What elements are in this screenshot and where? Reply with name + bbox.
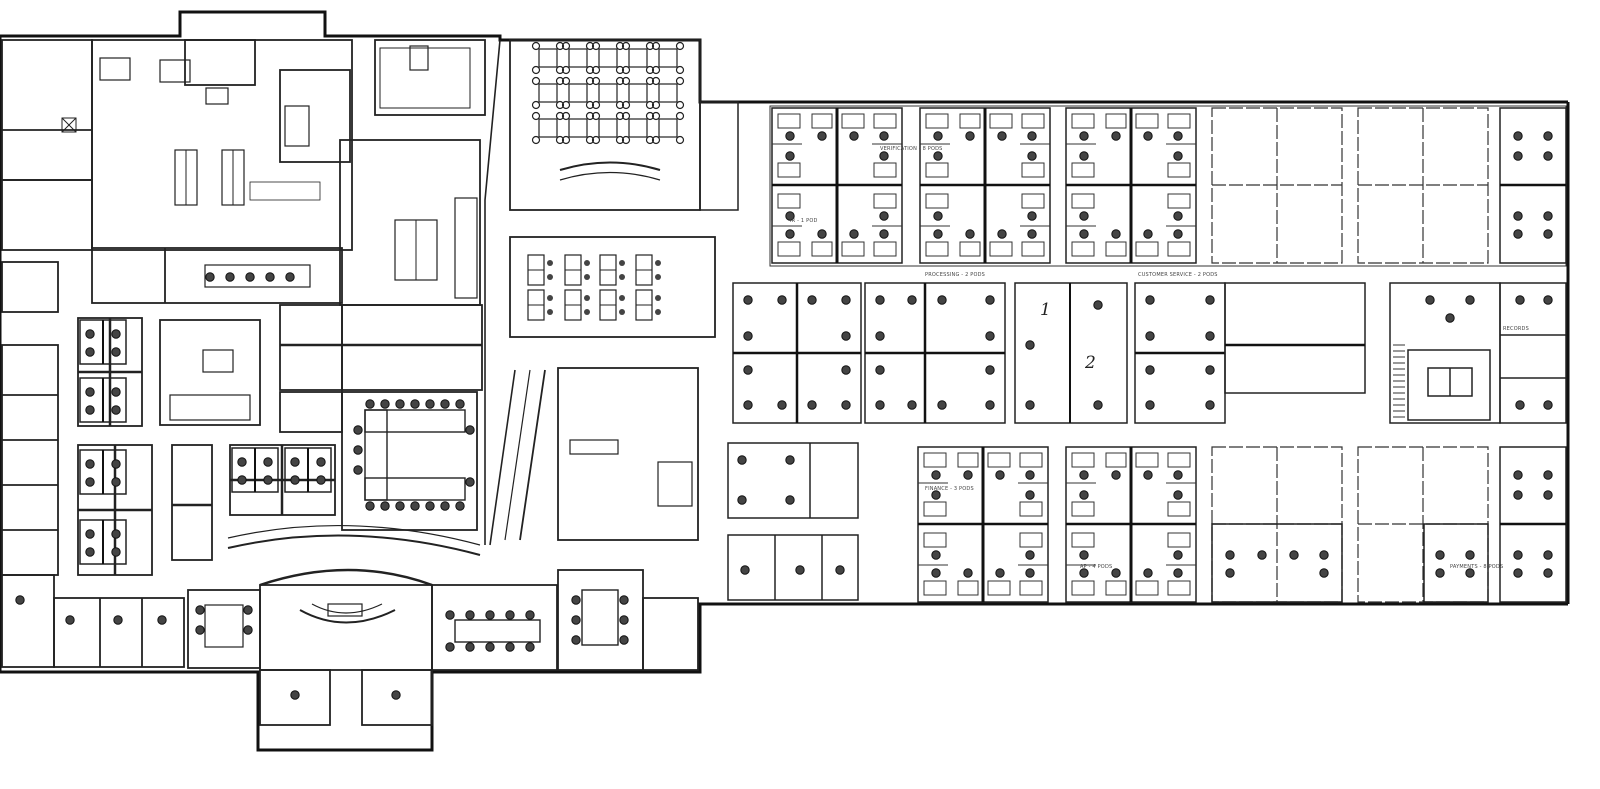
hand-marks: 1 2 bbox=[1040, 300, 1096, 373]
east-wing bbox=[727, 105, 1567, 602]
label-customer-service: CUSTOMER SERVICE - 2 PODS bbox=[1138, 272, 1218, 278]
hand-mark-2: 2 bbox=[1084, 353, 1096, 373]
stairs bbox=[1393, 344, 1405, 418]
area-labels: VERIFICATION - 8 PODS IR - 1 POD PROCESS… bbox=[790, 146, 1529, 570]
hand-mark-1: 1 bbox=[1040, 300, 1051, 320]
corridors bbox=[484, 39, 516, 546]
label-records: RECORDS bbox=[1503, 326, 1529, 332]
label-verification: VERIFICATION - 8 PODS bbox=[880, 146, 943, 152]
label-payment: PAYMENTS - 8 PODS bbox=[1450, 564, 1503, 570]
desk-room bbox=[504, 236, 716, 541]
label-finance: FINANCE - 3 PODS bbox=[925, 486, 974, 492]
training-room bbox=[509, 39, 739, 211]
label-processing: PROCESSING - 2 PODS bbox=[925, 272, 985, 278]
exterior-walls bbox=[0, 10, 1570, 752]
label-ap: AP - 4 PODS bbox=[1080, 564, 1112, 570]
west-wing bbox=[1, 39, 699, 726]
label-ir: IR - 1 POD bbox=[790, 218, 818, 224]
